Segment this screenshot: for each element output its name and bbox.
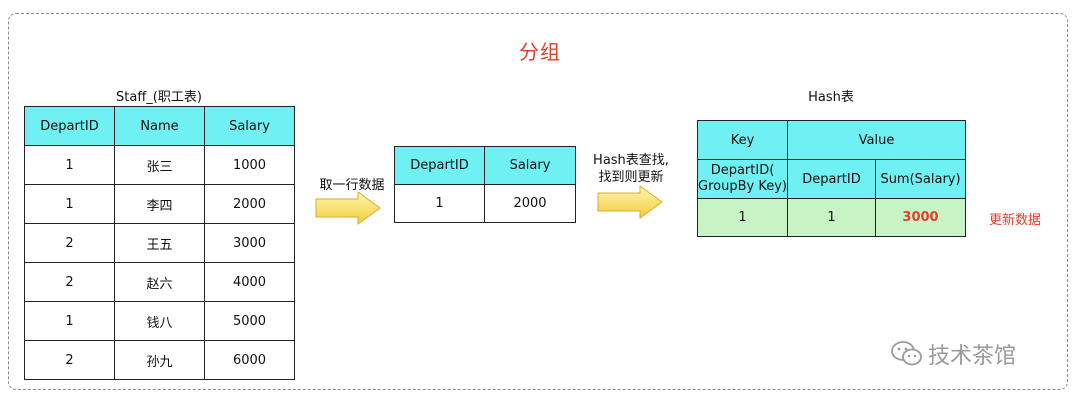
hash-table: Key Value DepartID( GroupBy Key) DepartI… — [697, 120, 967, 237]
staff-header-salary: Salary — [204, 106, 295, 146]
cell: 2 — [24, 223, 115, 263]
cell: 4000 — [204, 262, 295, 302]
cell: 1 — [394, 184, 485, 223]
hash-subheader-departid: DepartID — [787, 159, 876, 199]
table-row: 2 赵六 4000 — [24, 262, 295, 302]
cell: 赵六 — [114, 262, 205, 302]
table-row: 1 2000 — [394, 184, 576, 223]
cell: 2000 — [484, 184, 576, 223]
cell: 2 — [24, 340, 115, 380]
hash-subheader-groupby-key: DepartID( GroupBy Key) — [697, 159, 788, 199]
arrow2-label-line1: Hash表查找, — [593, 153, 669, 168]
table-row: 2 王五 3000 — [24, 223, 295, 263]
table-row: 2 孙九 6000 — [24, 340, 295, 380]
cell: 1 — [24, 301, 115, 341]
arrow-right-icon — [315, 191, 381, 225]
cell: 孙九 — [114, 340, 205, 380]
arrow2-label-line2: 找到则更新 — [598, 170, 664, 185]
row-header-salary: Salary — [484, 146, 576, 185]
hash-caption: Hash表 — [808, 90, 854, 105]
arrow1-label: 取一行数据 — [319, 178, 385, 193]
hash-subheader-groupby-key-text: DepartID( GroupBy Key) — [698, 163, 787, 194]
cell: 钱八 — [114, 301, 205, 341]
cell: 2000 — [204, 184, 295, 224]
cell: 张三 — [114, 145, 205, 185]
staff-header-departid: DepartID — [24, 106, 115, 146]
table-row: 1 李四 2000 — [24, 184, 295, 224]
updated-sum-cell: 3000 — [874, 198, 967, 237]
cell: 1 — [787, 198, 876, 237]
table-row: 1 张三 1000 — [24, 145, 295, 185]
staff-caption: Staff_(职工表) — [116, 90, 202, 105]
row-header: DepartID Salary — [394, 146, 576, 185]
cell: 6000 — [204, 340, 295, 380]
watermark-text: 技术茶馆 — [928, 344, 1017, 369]
cell: 3000 — [204, 223, 295, 263]
cell: 李四 — [114, 184, 205, 224]
staff-header-name: Name — [114, 106, 205, 146]
hash-header-key: Key — [697, 120, 788, 160]
cell: 王五 — [114, 223, 205, 263]
cell: 1 — [24, 145, 115, 185]
update-label: 更新数据 — [989, 213, 1042, 228]
cell: 2 — [24, 262, 115, 302]
arrow2-label: Hash表查找, 找到则更新 — [583, 152, 679, 186]
diagram-frame — [8, 13, 1068, 390]
cell: 1 — [697, 198, 788, 237]
wechat-icon — [891, 341, 922, 366]
arrow-right-icon — [597, 185, 663, 219]
diagram-title: 分组 — [519, 40, 561, 64]
row-header-departid: DepartID — [394, 146, 485, 185]
hash-header-value: Value — [786, 120, 967, 160]
cell: 1000 — [204, 145, 295, 185]
hash-header-row: Key Value — [697, 120, 967, 160]
cell: 5000 — [204, 301, 295, 341]
table-row: 1 1 3000 — [697, 198, 967, 237]
hash-subheader-row: DepartID( GroupBy Key) DepartID Sum(Sala… — [697, 159, 967, 199]
cell: 1 — [24, 184, 115, 224]
staff-table: DepartID Name Salary 1 张三 1000 1 李四 2000… — [24, 106, 295, 380]
watermark: 技术茶馆 — [890, 338, 1016, 370]
table-row: 1 钱八 5000 — [24, 301, 295, 341]
staff-header-row: DepartID Name Salary — [24, 106, 295, 146]
hash-subheader-sum-salary: Sum(Salary) — [874, 159, 967, 199]
current-row-table: DepartID Salary 1 2000 — [394, 146, 576, 223]
